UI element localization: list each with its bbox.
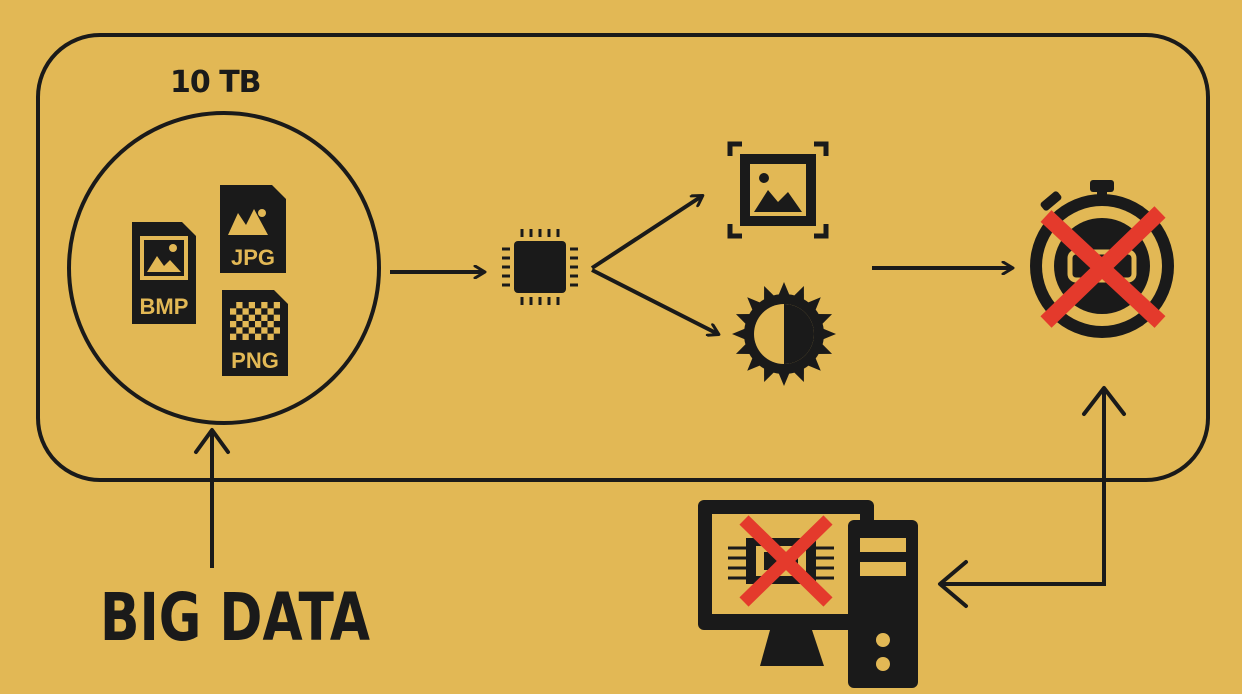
brightness-contrast-icon xyxy=(732,282,836,386)
storage-size-label: 10 TB xyxy=(170,65,261,100)
png-file-label: PNG xyxy=(231,348,279,373)
desktop-computer-icon xyxy=(698,500,918,688)
stopwatch-cross-icon xyxy=(1040,206,1166,328)
arrow-cpu-to-crop xyxy=(590,196,702,270)
arrow-cpu-to-contrast xyxy=(591,268,718,334)
system-boundary xyxy=(36,33,1210,482)
bmp-file-label: BMP xyxy=(140,294,189,319)
arrowhead-bigdata xyxy=(194,428,230,454)
cpu-chip-icon xyxy=(502,229,578,305)
data-pool-circle xyxy=(67,111,381,425)
arrow-computer-to-stopwatch xyxy=(940,388,1106,586)
jpg-file-icon: JPG xyxy=(220,185,286,273)
arrowhead-left xyxy=(938,560,968,608)
crop-image-icon xyxy=(727,141,829,239)
bmp-file-icon: BMP xyxy=(132,222,196,324)
jpg-file-label: JPG xyxy=(231,245,275,270)
big-data-label: BIG DATA xyxy=(100,579,370,656)
computer-cross-icon xyxy=(739,515,833,607)
arrowhead-up xyxy=(1082,386,1126,416)
png-file-icon: PNG xyxy=(222,290,288,376)
